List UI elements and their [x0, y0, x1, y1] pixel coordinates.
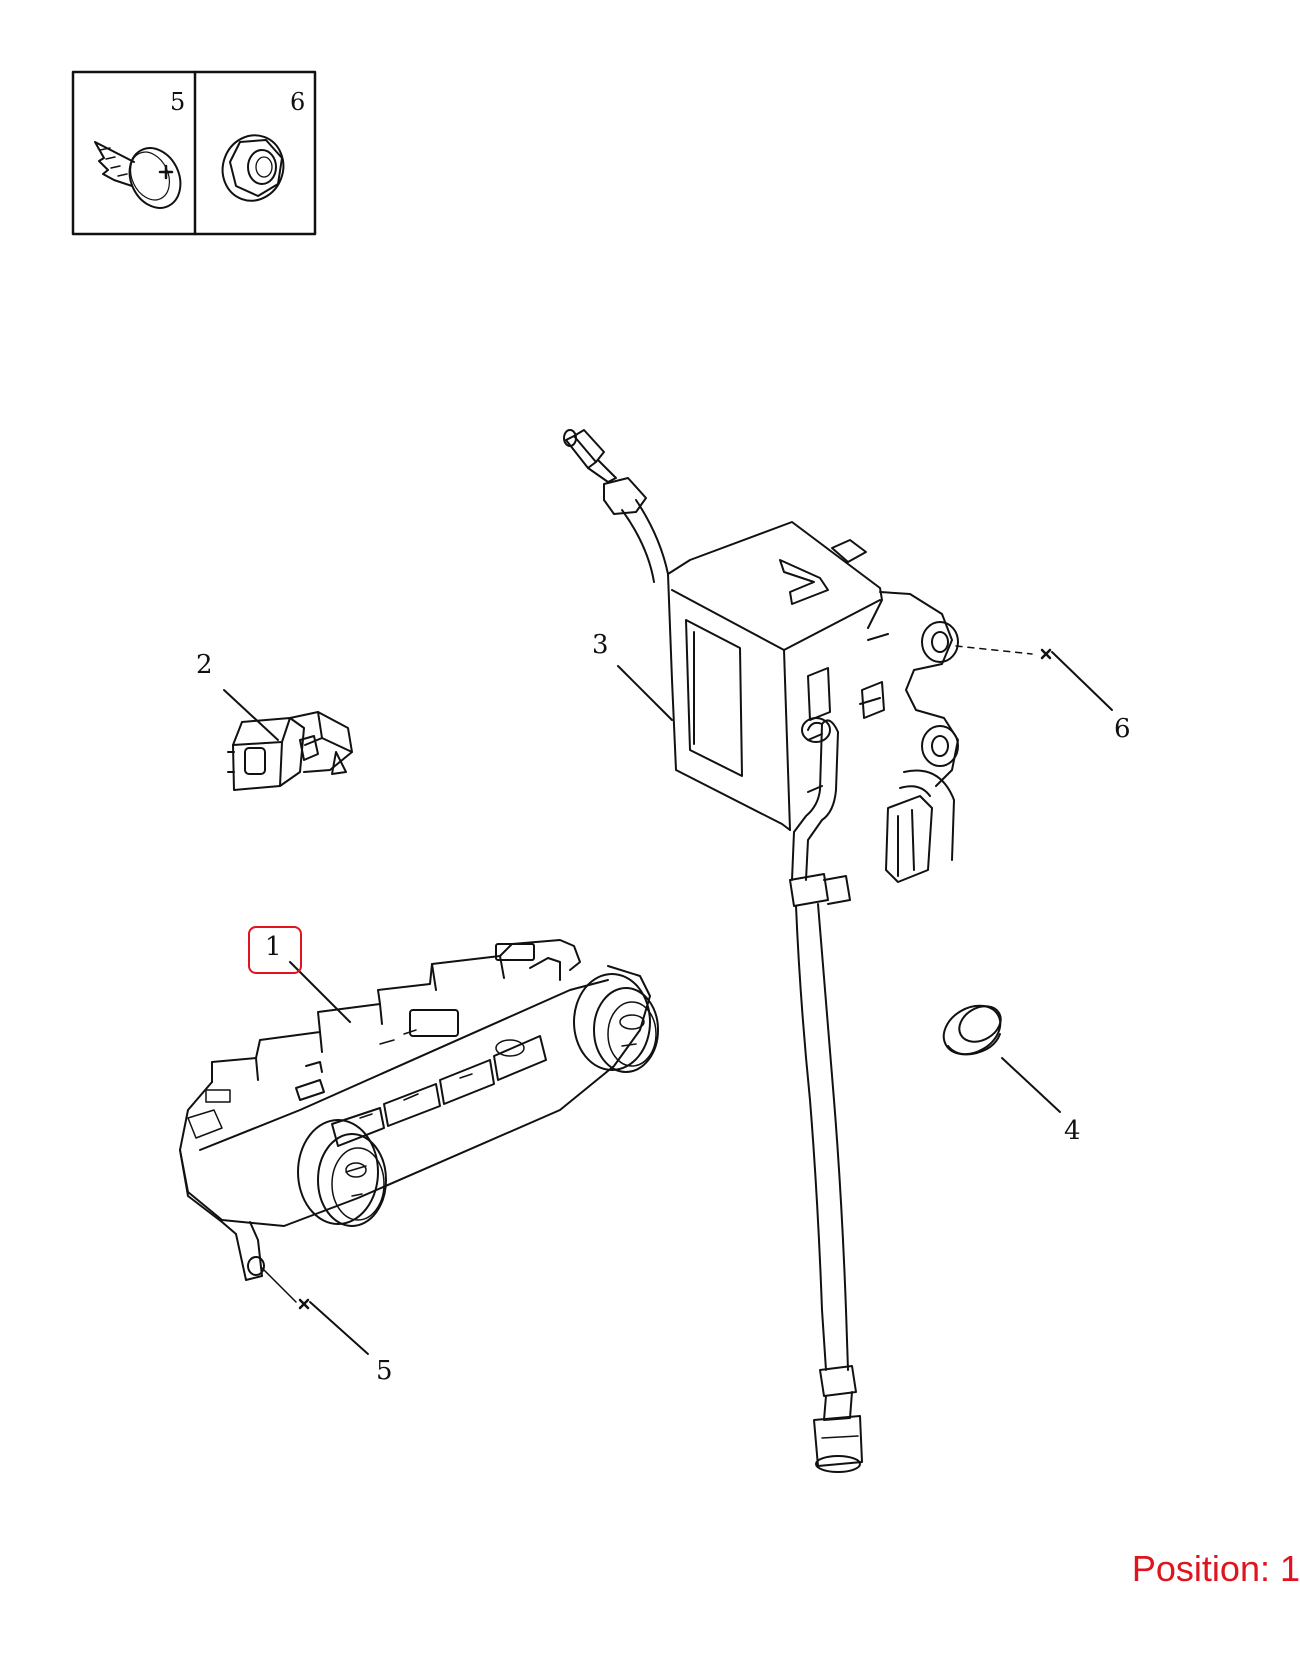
callout-1[interactable]: 1 — [265, 932, 282, 962]
marker-x-6 — [1040, 648, 1052, 660]
connector-part-2 — [227, 711, 353, 791]
inset-number-6: 6 — [290, 88, 306, 116]
leader-2 — [223, 689, 279, 741]
selected-callout-highlight — [248, 926, 302, 974]
leader-3 — [617, 665, 673, 721]
leader-5 — [309, 1301, 369, 1355]
fastener-inset-table — [71, 70, 317, 236]
marker-line-5 — [261, 1267, 297, 1303]
callout-2[interactable]: 2 — [196, 650, 213, 680]
grommet-part-4 — [942, 1004, 1002, 1056]
inset-number-5: 5 — [170, 88, 186, 116]
leader-lines — [223, 651, 1113, 1355]
marker-dash-6 — [955, 645, 1033, 655]
flange-nut-icon — [221, 134, 285, 202]
screw-icon — [94, 141, 182, 209]
marker-x-5 — [298, 1298, 310, 1310]
leader-4 — [1001, 1057, 1061, 1113]
climate-control-panel-part-1 — [179, 939, 659, 1281]
position-label: Position: 1 — [1131, 1548, 1300, 1589]
fastener-markers — [261, 645, 1052, 1310]
leader-6 — [1051, 651, 1113, 711]
callout-6[interactable]: 6 — [1114, 714, 1131, 744]
leader-1 — [289, 961, 351, 1023]
callout-4[interactable]: 4 — [1064, 1116, 1081, 1146]
callout-5[interactable]: 5 — [376, 1356, 393, 1386]
callout-3[interactable]: 3 — [592, 630, 609, 660]
control-module-part-3 — [563, 429, 959, 1473]
